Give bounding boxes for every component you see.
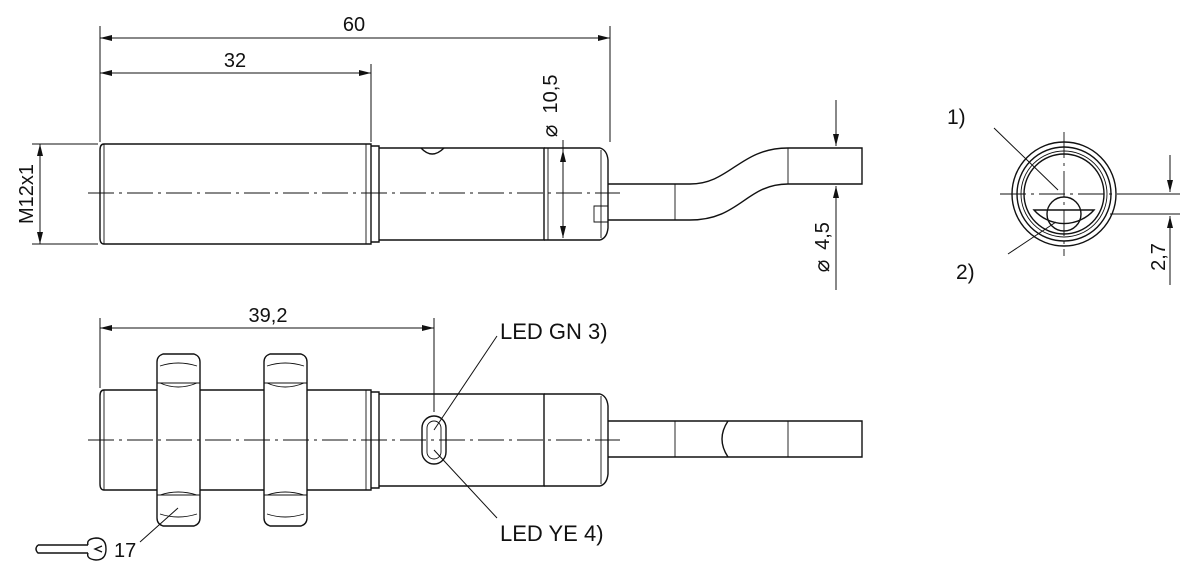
dim-housing-diameter: 10,5: [540, 75, 562, 114]
led-yellow-label: LED YE 4): [500, 521, 604, 546]
dim-cable-diameter: 4,5: [812, 222, 834, 250]
led-green-label: LED GN 3): [500, 319, 608, 344]
threaded-body: [99, 143, 372, 245]
note-1-label: 1): [947, 106, 966, 129]
end-cap: [544, 147, 609, 241]
rear-body-bottom: [379, 393, 545, 487]
side-view: 60 32 M12x1 ⌀ 10,5 ⌀ 4,5: [16, 14, 863, 290]
led-window-top: [420, 147, 445, 155]
lens-segment: [1032, 209, 1096, 225]
dim-overall-length: 60: [343, 14, 365, 36]
wrench-size: 17: [114, 540, 136, 562]
dim-diameter-symbol-cable: ⌀: [811, 260, 834, 273]
front-view: 1) 2) 2,7: [947, 106, 1180, 285]
dim-diameter-symbol-housing: ⌀: [539, 125, 562, 138]
top-view: 39,2 LED GN 3) LED YE 4) 17: [35, 305, 863, 562]
cable: [608, 147, 863, 221]
dim-optical-offset: 2,7: [1148, 243, 1170, 271]
dim-thread-length: 32: [224, 50, 246, 72]
wrench-icon: [35, 537, 107, 561]
dim-led-position: 39,2: [249, 305, 288, 327]
cable-bottom: [608, 420, 863, 458]
dim-thread-size: M12x1: [16, 164, 38, 224]
rear-body: [379, 147, 545, 241]
note-2-label: 2): [956, 261, 975, 284]
